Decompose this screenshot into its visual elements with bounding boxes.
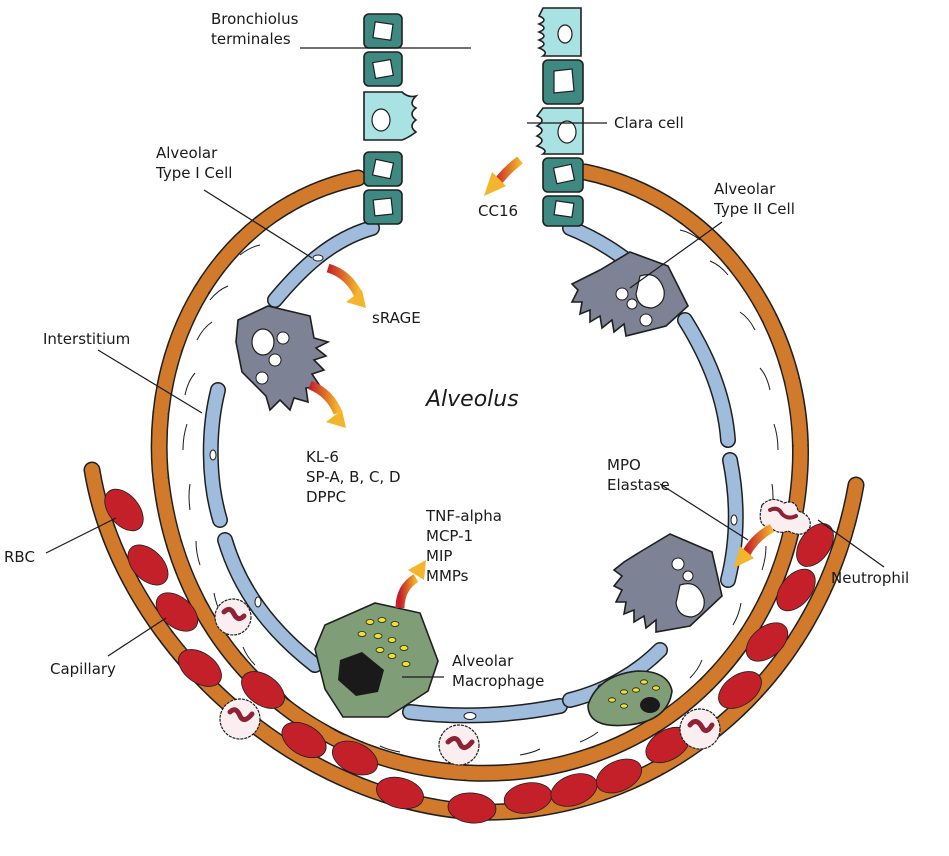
label-tnf-alpha: TNF-alpha [425, 507, 502, 525]
type-ii-cell-right-upper [572, 252, 688, 336]
label-mmps: MMPs [426, 567, 469, 585]
alveolar-macrophage [315, 603, 438, 717]
neutrophil-2 [220, 699, 260, 739]
neutrophil-4 [680, 709, 720, 749]
label-interstitium: Interstitium [43, 330, 130, 348]
label-mcp1: MCP-1 [426, 527, 473, 545]
bronchiolus-left-wall [364, 14, 416, 224]
bronchiolus-right-wall [537, 8, 583, 226]
label-type-i-line2: Type I Cell [155, 164, 232, 182]
arrow-srage [328, 268, 366, 308]
label-macrophage-line1: Alveolar [452, 652, 514, 670]
label-neutrophil: Neutrophil [831, 569, 909, 587]
type-ii-cell-right-lower [614, 534, 722, 632]
label-mip: MIP [426, 547, 452, 565]
arrow-macrophage [400, 560, 426, 608]
label-kl6: KL-6 [306, 448, 339, 466]
label-sp: SP-A, B, C, D [306, 468, 401, 486]
arrow-kl6 [310, 385, 346, 428]
label-rbc: RBC [4, 548, 35, 566]
label-bronchiolus-line2: terminales [211, 30, 291, 48]
label-cc16: CC16 [478, 202, 518, 220]
alveolus-title: Alveolus [424, 387, 519, 412]
label-srage: sRAGE [372, 309, 421, 327]
arrow-cc16 [484, 160, 520, 196]
label-capillary: Capillary [50, 660, 116, 678]
neutrophil-1 [215, 599, 251, 635]
label-type-ii-line2: Type II Cell [713, 200, 795, 218]
label-clara-cell: Clara cell [614, 114, 684, 132]
label-elastase: Elastase [607, 476, 670, 494]
type-ii-cell-left [236, 306, 328, 410]
label-bronchiolus-line1: Bronchiolus [211, 10, 299, 28]
label-dppc: DPPC [306, 488, 346, 506]
neutrophil-3 [439, 725, 479, 765]
label-type-ii-line1: Alveolar [714, 180, 776, 198]
label-type-i-line1: Alveolar [156, 144, 218, 162]
label-mpo: MPO [607, 456, 641, 474]
label-macrophage-line2: Macrophage [452, 672, 544, 690]
